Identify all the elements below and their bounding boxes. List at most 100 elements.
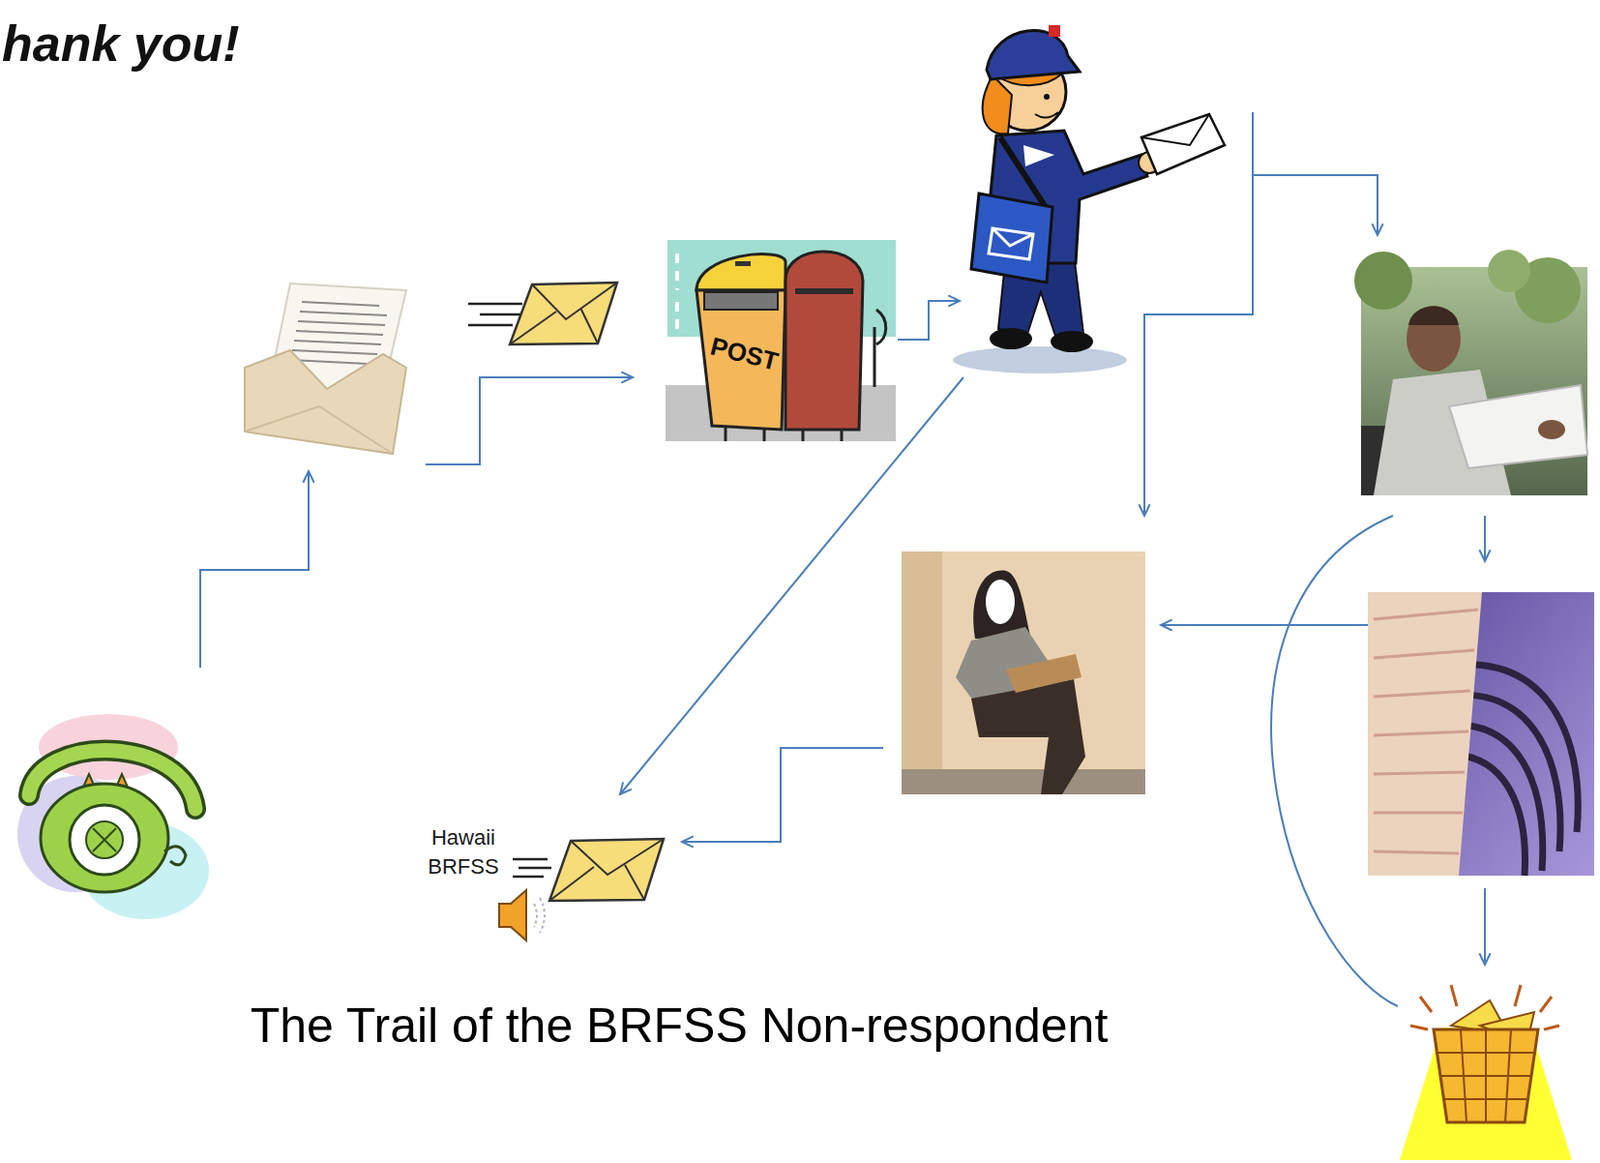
reading-mail-photo-art-part [1538, 419, 1566, 440]
caption: The Trail of the BRFSS Non-respondent [250, 996, 1109, 1055]
mail-carrier-art-part [1050, 330, 1094, 353]
wastebasket-art-part [1435, 1029, 1537, 1123]
arrowhead [620, 781, 632, 795]
reading-mail-photo [1361, 235, 1588, 516]
postbox-art-part [675, 253, 680, 339]
postbox-art-part [696, 290, 786, 430]
arrowhead [621, 371, 633, 383]
postbox-icon [632, 237, 898, 442]
connector-line [425, 377, 633, 465]
wastebasket-art-part [1399, 1027, 1572, 1160]
postbox-art [665, 239, 896, 442]
flow-arrow [1252, 112, 1384, 236]
mail-carrier-art-part [1048, 25, 1061, 37]
mail-carrier-art-part [982, 75, 1012, 134]
wastebasket-art-part [1433, 1029, 1539, 1123]
mail-carrier-art-part [1035, 112, 1059, 119]
survey-writer-photo-art-part [901, 551, 1146, 795]
mail-stack-photo-art-part [1367, 592, 1595, 876]
mail-carrier-art-part [971, 193, 1053, 283]
return-envelope-art-part [533, 897, 545, 933]
reading-mail-photo-art-part [1406, 305, 1461, 372]
connector-line [620, 377, 964, 795]
connector-line [1271, 515, 1398, 1007]
telephone-art-part [40, 783, 169, 892]
mail-stack-photo-art [1367, 592, 1595, 876]
telephone-art-part [164, 846, 186, 865]
connector-line [681, 747, 884, 842]
arrowhead [1371, 223, 1383, 236]
arrowhead [948, 295, 960, 306]
flow-arrow [1271, 515, 1398, 1007]
flying-envelope-part [509, 282, 618, 345]
return-envelope-art-part [549, 838, 664, 901]
survey-writer-photo-art-part [971, 679, 1086, 795]
wastebasket-art [1399, 984, 1572, 1160]
connector-line [1144, 112, 1253, 516]
postbox-art-part [795, 288, 854, 295]
postbox-art-part [735, 261, 751, 267]
flying-envelope-part [509, 282, 618, 345]
telephone-art-part [69, 804, 140, 875]
mail-carrier-art-part [986, 30, 1080, 80]
flow-arrow [200, 471, 315, 668]
mail-carrier-art-part [989, 327, 1033, 350]
connector-line [1252, 112, 1378, 236]
connector-line [897, 300, 960, 340]
postbox-art-part [704, 292, 778, 310]
connector-line [200, 471, 309, 668]
return-envelope-art-part [512, 859, 552, 877]
slide-heading-fragment: hank you! [1, 15, 240, 74]
postbox-art-part [785, 251, 863, 430]
letter-icon [244, 283, 426, 472]
flow-arrow [425, 371, 633, 465]
postbox-art-part [725, 425, 842, 442]
letter-art-part [290, 301, 387, 364]
reading-mail-photo-art [1354, 249, 1588, 496]
survey-writer-photo [883, 515, 1161, 795]
connector-line [1483, 888, 1486, 965]
envelope-label: Hawaii BRFSS [424, 823, 503, 881]
mail-carrier-art-part [1141, 114, 1225, 175]
flying-envelope-part [468, 303, 523, 326]
survey-writer-photo-art-part [901, 769, 1146, 795]
return-envelope: Hawaii BRFSS [417, 794, 682, 945]
return-envelope-art-part [549, 838, 664, 901]
reading-mail-photo-art-part [1449, 385, 1588, 469]
postbox-text: POST [707, 331, 781, 377]
arrowhead [302, 471, 314, 483]
flow-arrow [1160, 619, 1368, 630]
postbox-art-part [874, 309, 887, 387]
arrowhead [681, 835, 694, 847]
flying-envelope [468, 282, 618, 345]
mail-carrier-art-part [990, 130, 1148, 264]
flow-arrow [897, 295, 960, 340]
survey-writer-photo-art-part [901, 551, 943, 795]
arrowhead [1160, 619, 1173, 630]
connector-line [1483, 515, 1486, 562]
telephone-art [17, 713, 209, 919]
survey-writer-photo-art-part [1006, 653, 1082, 693]
mail-carrier-art [952, 25, 1225, 374]
wastebasket-icon [1397, 964, 1572, 1133]
telephone-icon [10, 667, 215, 924]
reading-mail-photo-art-part [1408, 306, 1459, 326]
reading-mail-photo-art-part [1354, 251, 1413, 310]
telephone-art-part [92, 828, 117, 852]
letter-art-part [244, 350, 407, 454]
mail-carrier-art-part [992, 228, 1034, 246]
flow-arrow [1479, 515, 1490, 562]
flow-arrow [620, 377, 964, 795]
arrowhead [1479, 549, 1490, 562]
mail-stack-photo [1367, 561, 1595, 889]
flow-arrow [1479, 888, 1490, 965]
mail-carrier-art-part [1141, 114, 1210, 146]
mail-carrier [959, 4, 1253, 378]
connector-line [1160, 623, 1368, 626]
mail-carrier-art-part [988, 228, 1034, 260]
reading-mail-photo-art-part [1487, 249, 1531, 293]
letter-art [244, 283, 407, 454]
